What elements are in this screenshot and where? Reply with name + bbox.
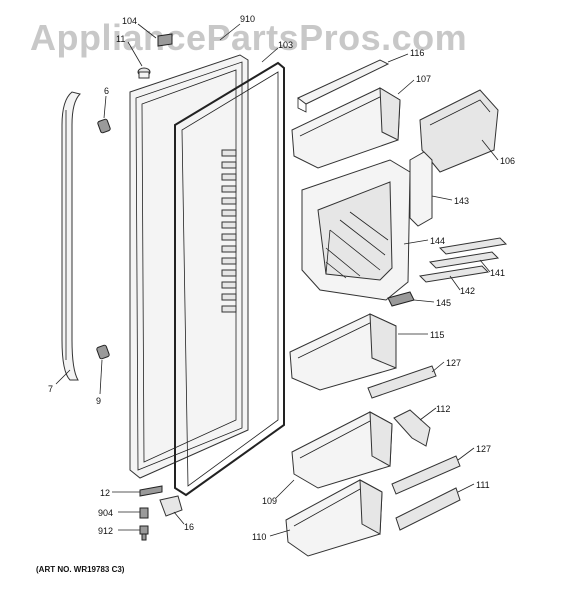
- label-6: 6: [104, 86, 109, 96]
- label-116: 116: [410, 48, 424, 58]
- label-145: 145: [436, 298, 451, 308]
- label-127-upper: 127: [446, 358, 461, 368]
- label-103: 103: [278, 40, 293, 50]
- label-142: 142: [460, 286, 475, 296]
- door-handle-part: [61, 91, 81, 381]
- handle-screw-top-part: [97, 118, 111, 134]
- hinge-screw-part: [139, 525, 149, 541]
- art-number: (ART NO. WR19783 C3): [36, 565, 125, 574]
- label-12: 12: [100, 488, 110, 498]
- label-106: 106: [500, 156, 515, 166]
- label-112: 112: [436, 404, 450, 414]
- label-127-lower: 127: [476, 444, 491, 454]
- door-shell-part: [129, 54, 249, 479]
- dispenser-housing-part: [301, 159, 411, 301]
- lower-bin-part: [291, 411, 393, 489]
- bin-face-111-part: [395, 487, 461, 531]
- label-141: 141: [490, 268, 505, 278]
- liner-supports: [221, 149, 237, 313]
- bin-face-lower-part: [391, 455, 461, 495]
- label-143: 143: [454, 196, 469, 206]
- handle-screw-bottom-part: [96, 344, 110, 360]
- label-9: 9: [96, 396, 101, 406]
- label-111: 111: [476, 480, 490, 490]
- hinge-bushing-part: [139, 507, 149, 519]
- hinge-bracket-part: [157, 33, 173, 47]
- label-912: 912: [98, 526, 113, 536]
- label-144: 144: [430, 236, 445, 246]
- door-gasket-part: [174, 61, 285, 497]
- middle-bin-part: [289, 313, 397, 391]
- label-16: 16: [184, 522, 194, 532]
- label-109: 109: [262, 496, 277, 506]
- upper-bin-part: [291, 87, 401, 169]
- watermark-text: AppliancePartsPros.com: [30, 17, 467, 58]
- dispenser-door-part: [409, 151, 433, 227]
- small-door-part: [393, 409, 431, 447]
- door-stop-part: [159, 495, 183, 517]
- label-104: 104: [122, 16, 137, 26]
- bin-face-upper-part: [367, 365, 437, 399]
- label-910: 910: [240, 14, 255, 24]
- label-115: 115: [430, 330, 444, 340]
- label-11: 11: [116, 34, 125, 44]
- label-904: 904: [98, 508, 113, 518]
- bottom-bin-part: [285, 479, 383, 557]
- hinge-cap-part: [137, 67, 151, 79]
- leader-lines: [55, 23, 499, 537]
- ice-bin-cover-part: [419, 89, 499, 173]
- bin-cap-part: [297, 59, 390, 113]
- label-107: 107: [416, 74, 431, 84]
- hinge-pin-part: [139, 485, 163, 497]
- shelf-support-part: [418, 237, 508, 283]
- label-110: 110: [252, 532, 266, 542]
- label-7: 7: [48, 384, 53, 394]
